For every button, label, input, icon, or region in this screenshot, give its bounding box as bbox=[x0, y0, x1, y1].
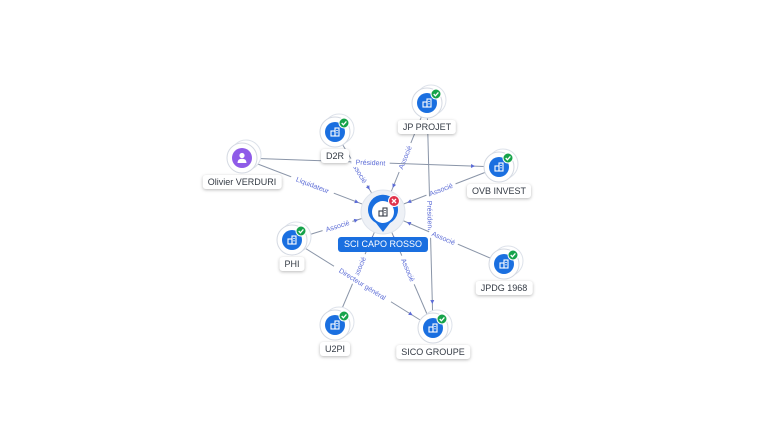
check-icon bbox=[507, 249, 519, 261]
node-label-ovb-invest[interactable]: OVB INVEST bbox=[466, 184, 532, 198]
edge-arrow bbox=[408, 311, 413, 316]
node-phi[interactable] bbox=[276, 221, 312, 256]
check-icon bbox=[338, 310, 350, 322]
edge-arrow bbox=[470, 164, 476, 169]
node-jp-projet[interactable] bbox=[411, 84, 447, 119]
edge-jpprojet-sico: Président bbox=[424, 102, 436, 329]
edge-arrow bbox=[353, 218, 359, 223]
node-center-sci-capo-rosso[interactable] bbox=[360, 189, 406, 235]
edge-label: Associé bbox=[394, 141, 416, 174]
building-icon bbox=[330, 127, 340, 137]
edge-arrow bbox=[430, 299, 435, 305]
center-label[interactable]: SCI CAPO ROSSO bbox=[337, 237, 429, 252]
edge-arrow bbox=[365, 185, 370, 190]
check-icon bbox=[338, 117, 350, 129]
node-label-sico-groupe[interactable]: SICO GROUPE bbox=[396, 345, 470, 359]
node-u2pi[interactable] bbox=[319, 306, 355, 341]
edge-label-text: Liquidateur bbox=[295, 176, 330, 195]
edge-label-text: Président bbox=[425, 201, 433, 231]
check-icon bbox=[502, 152, 514, 164]
edge-label: Président bbox=[424, 196, 436, 235]
edge-label: Associé bbox=[397, 253, 419, 287]
building-icon bbox=[422, 98, 432, 108]
node-label-d2r[interactable]: D2R bbox=[320, 149, 350, 163]
person-icon bbox=[237, 152, 247, 163]
edge-label: Président bbox=[351, 156, 390, 169]
close-icon bbox=[388, 195, 400, 207]
node-label-jpdg-1968[interactable]: JPDG 1968 bbox=[475, 281, 533, 295]
node-label-u2pi[interactable]: U2PI bbox=[319, 342, 351, 356]
edge-arrow bbox=[407, 199, 412, 204]
node-label-olivier-verduri[interactable]: Olivier VERDURI bbox=[202, 175, 282, 189]
building-icon bbox=[494, 162, 504, 172]
check-icon bbox=[430, 88, 442, 100]
node-d2r[interactable] bbox=[319, 113, 355, 148]
building-icon bbox=[428, 323, 438, 333]
building-icon bbox=[499, 259, 509, 269]
check-icon bbox=[295, 225, 307, 237]
node-olivier-verduri[interactable] bbox=[226, 139, 262, 174]
node-jpdg-1968[interactable] bbox=[488, 245, 524, 280]
edge-label: Associé bbox=[321, 216, 354, 236]
edge-label: Associé bbox=[427, 227, 460, 249]
edge-arrow bbox=[392, 183, 397, 188]
node-ovb-invest[interactable] bbox=[483, 148, 519, 183]
edge-label-text: Président bbox=[356, 159, 386, 167]
node-label-phi[interactable]: PHI bbox=[279, 257, 305, 271]
building-icon bbox=[378, 207, 388, 217]
building-icon bbox=[330, 320, 340, 330]
edge-arrow bbox=[354, 199, 359, 204]
edge-arrow bbox=[406, 222, 412, 226]
node-sico-groupe[interactable] bbox=[417, 309, 453, 344]
edge-label: Liquidateur bbox=[289, 172, 336, 198]
edge-olivier-ovb: Président bbox=[241, 156, 500, 169]
building-icon bbox=[287, 235, 297, 245]
check-icon bbox=[436, 313, 448, 325]
node-label-jp-projet[interactable]: JP PROJET bbox=[397, 120, 457, 134]
